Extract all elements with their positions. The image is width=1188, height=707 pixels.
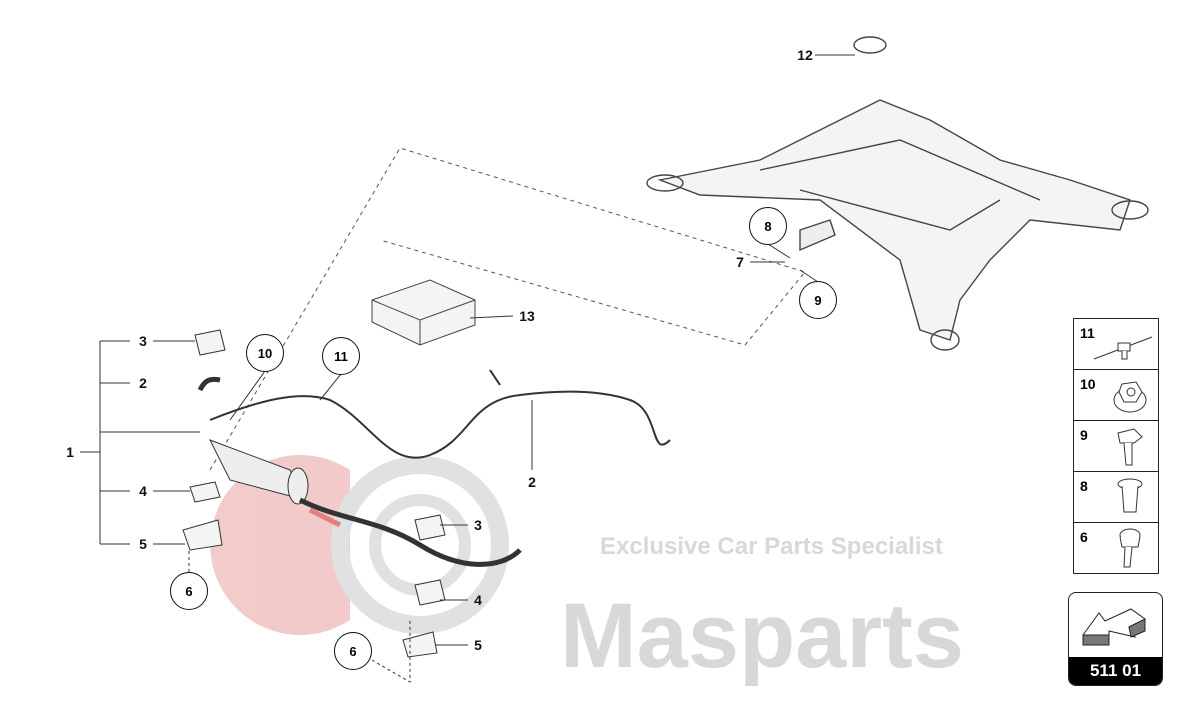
callout-12: 12	[797, 47, 813, 63]
callout-3: 3	[139, 333, 147, 349]
callout-11: 11	[322, 337, 360, 375]
control-unit	[371, 279, 476, 346]
callout-10: 10	[246, 334, 284, 372]
callout-4: 4	[139, 483, 147, 499]
legend-id: 11	[1080, 325, 1095, 341]
callout-7: 7	[736, 254, 744, 270]
arrow-reference-icon	[1082, 608, 1146, 646]
callout-2: 2	[139, 375, 147, 391]
legend-id: 10	[1080, 376, 1096, 392]
legend-item-9: 9	[1074, 421, 1158, 472]
legend-item-8: 8	[1074, 472, 1158, 523]
legend-id: 6	[1080, 529, 1088, 545]
legend-id: 9	[1080, 427, 1088, 443]
watermark-red-disc	[210, 455, 350, 635]
fastener-legend: 11 10 9 8 6	[1073, 318, 1159, 574]
leader-lines	[80, 54, 855, 683]
legend-item-10: 10	[1074, 370, 1158, 421]
callout-6: 6	[170, 572, 208, 610]
reference-box[interactable]: 511 01	[1068, 592, 1163, 686]
callout-2: 2	[528, 474, 536, 490]
flange-nut-icon	[1113, 381, 1147, 413]
reference-code: 511 01	[1069, 657, 1162, 685]
callout-6: 6	[334, 632, 372, 670]
legend-item-6: 6	[1074, 523, 1158, 573]
callout-13: 13	[519, 308, 535, 324]
callout-5: 5	[474, 637, 482, 653]
legend-id: 8	[1080, 478, 1088, 494]
callout-5: 5	[139, 536, 147, 552]
legend-item-11: 11	[1074, 319, 1158, 370]
callout-9: 9	[799, 281, 837, 319]
watermark-tagline: Exclusive Car Parts Specialist	[600, 533, 943, 560]
carbon-canister	[208, 439, 522, 567]
wiring-harness	[197, 369, 671, 459]
brackets	[182, 329, 446, 658]
callout-4: 4	[474, 592, 482, 608]
watermark-disc-icon	[331, 456, 509, 634]
hex-bolt-icon	[1117, 428, 1143, 466]
watermark-brand: Masparts	[560, 585, 964, 687]
callout-3: 3	[474, 517, 482, 533]
rear-subframe	[646, 36, 1149, 351]
callout-1: 1	[66, 444, 74, 460]
cable-tie-clip-icon	[1093, 336, 1153, 360]
dashed-guide	[209, 147, 806, 471]
callout-8: 8	[749, 207, 787, 245]
rivet-nut-icon	[1117, 478, 1143, 513]
watermark-disc	[210, 455, 509, 635]
torx-bolt-icon	[1119, 528, 1141, 568]
